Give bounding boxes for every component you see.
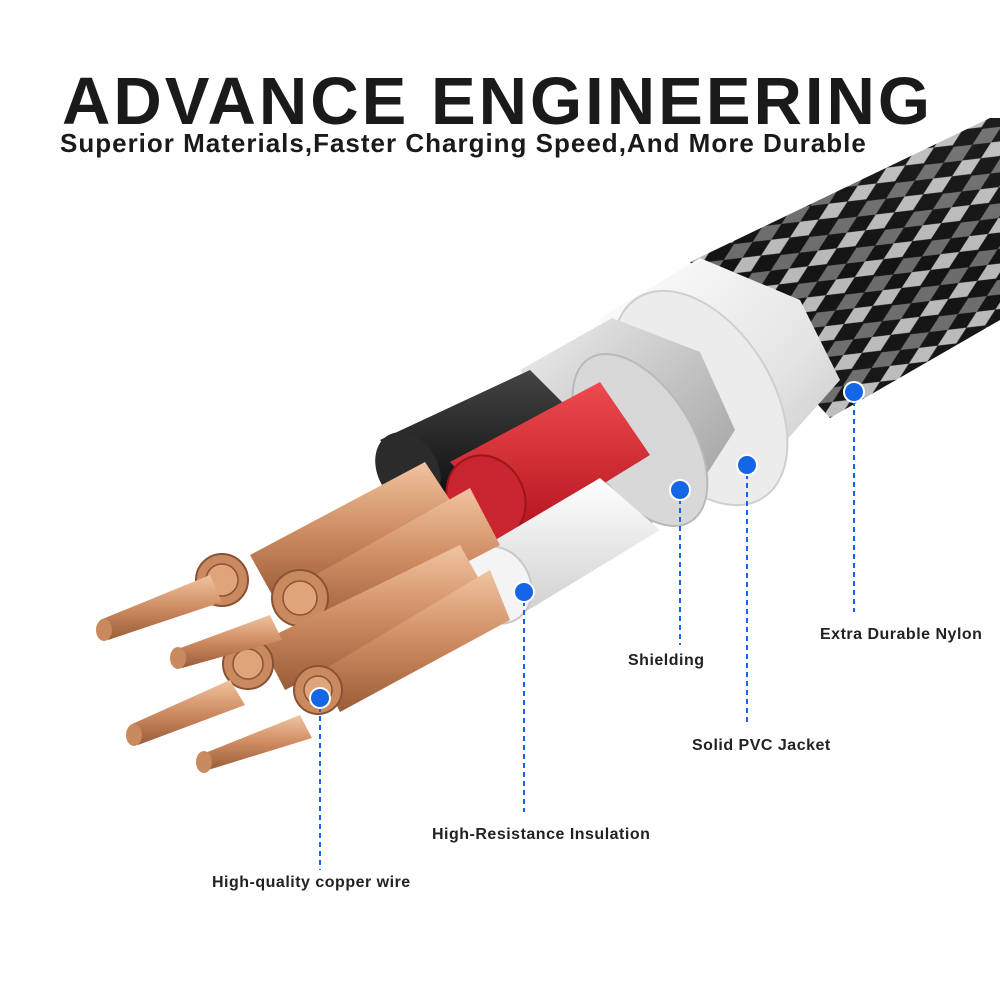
nylon-marker	[843, 381, 865, 403]
pvc-jacket-label: Solid PVC Jacket	[692, 737, 831, 754]
copper-marker	[309, 687, 331, 709]
nylon-label: Extra Durable Nylon	[820, 626, 983, 643]
page-title: ADVANCE ENGINEERING	[62, 64, 934, 139]
shielding-marker	[669, 479, 691, 501]
insulation-marker	[513, 581, 535, 603]
shielding-label: Shielding	[628, 652, 705, 669]
copper-wire-label: High-quality copper wire	[212, 874, 411, 891]
copper-strands	[96, 462, 510, 773]
page-subtitle: Superior Materials,Faster Charging Speed…	[60, 128, 867, 158]
pvc-marker	[736, 454, 758, 476]
insulation-label: High-Resistance Insulation	[432, 826, 651, 843]
